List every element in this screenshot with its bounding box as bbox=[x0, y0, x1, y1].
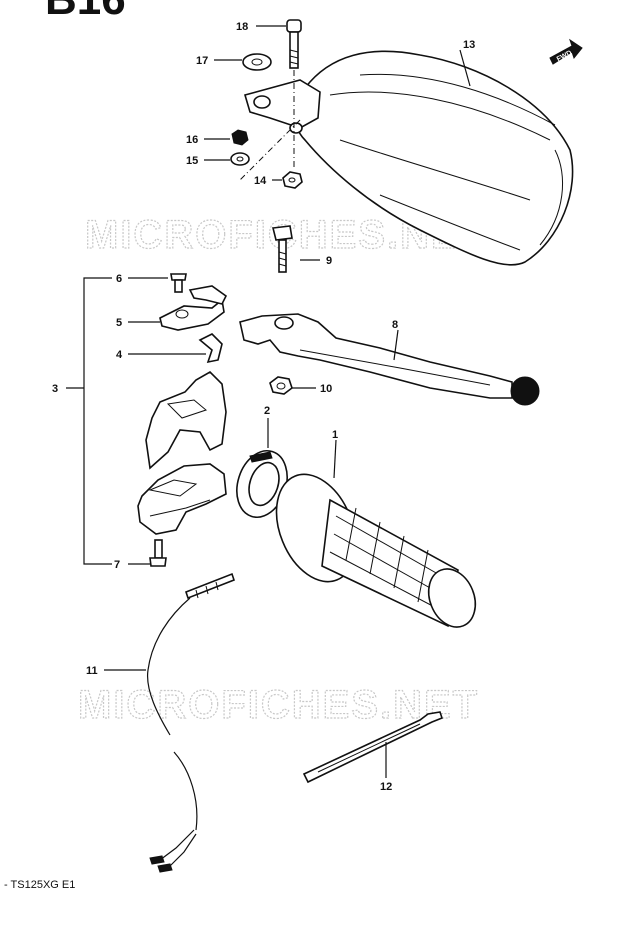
nut-10 bbox=[269, 376, 293, 395]
callout-labels: 13 18 17 16 15 14 9 10 8 6 5 4 3 2 1 7 1… bbox=[52, 21, 475, 793]
callout-15: 15 bbox=[186, 155, 198, 167]
callout-7: 7 bbox=[114, 559, 120, 571]
ring-spacer-2 bbox=[236, 450, 288, 518]
callout-18: 18 bbox=[236, 21, 248, 33]
cable-tie-12 bbox=[302, 711, 443, 784]
nut-14 bbox=[282, 171, 303, 189]
callout-16: 16 bbox=[186, 134, 198, 146]
watermark-bottom: MICROFICHES.NET bbox=[78, 683, 479, 727]
bolt-18 bbox=[286, 19, 302, 69]
callout-6: 6 bbox=[116, 273, 122, 285]
cable-11 bbox=[146, 572, 235, 873]
washer-15 bbox=[230, 152, 250, 166]
screw-6 bbox=[170, 273, 187, 293]
callout-1: 1 bbox=[332, 429, 338, 441]
lever-holder bbox=[137, 371, 227, 535]
callout-3: 3 bbox=[52, 383, 58, 395]
callout-9: 9 bbox=[326, 255, 332, 267]
callout-14: 14 bbox=[254, 175, 267, 187]
callout-10: 10 bbox=[320, 383, 332, 395]
callout-11: 11 bbox=[86, 665, 98, 677]
screw-7 bbox=[149, 539, 167, 567]
callout-8: 8 bbox=[392, 319, 398, 331]
hand-guard bbox=[244, 50, 574, 266]
callout-13: 13 bbox=[463, 39, 475, 51]
fwd-arrow-icon: FWD bbox=[549, 38, 583, 65]
callout-12: 12 bbox=[380, 781, 392, 793]
model-code: - TS125XG E1 bbox=[4, 879, 75, 891]
callout-5: 5 bbox=[116, 317, 122, 329]
handlebar-grip bbox=[275, 473, 477, 628]
washer-17 bbox=[242, 53, 272, 71]
clamp-piece-5 bbox=[159, 285, 228, 331]
callout-4: 4 bbox=[116, 349, 123, 361]
bolt-9 bbox=[272, 225, 293, 273]
diagram-title: B16 bbox=[45, 0, 126, 24]
spring-clip-4 bbox=[198, 333, 223, 364]
callout-2: 2 bbox=[264, 405, 270, 417]
nut-16 bbox=[231, 129, 249, 146]
brake-lever bbox=[239, 313, 540, 406]
leader-lines bbox=[66, 25, 471, 778]
callout-17: 17 bbox=[196, 55, 208, 67]
fwd-label: FWD bbox=[556, 50, 573, 64]
